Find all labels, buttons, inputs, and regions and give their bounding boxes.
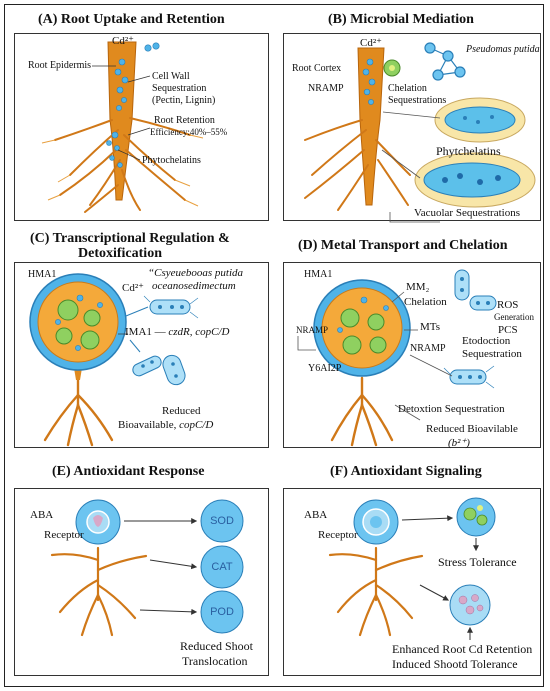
panel-b-microbe-label: Pseudomas putida (466, 44, 540, 55)
panel-e-cat-label: CAT (211, 561, 233, 573)
panel-c-title-line2: Detoxification (78, 246, 162, 261)
panel-d-etodoction-line1: Etodoction (462, 335, 511, 347)
panel-d-nramp-mid-label: NRAMP (410, 343, 446, 354)
panel-f-aba-label: ABA (304, 509, 328, 521)
panel-d-ros-line3: PCS (498, 324, 518, 336)
panel-d-mts-label: MTs (420, 321, 441, 333)
panel-d-detox-label: Detoxtion Sequestration (398, 403, 505, 415)
panel-d-reduced-line1: Reduced Bioavilable (426, 423, 518, 435)
panel-d-etodoction-line2: Sequestration (462, 348, 522, 360)
panel-e-aba-label: ABA (30, 509, 54, 521)
panel-c-imai-genes: czdR, copC/D (168, 326, 230, 338)
panel-a-phytochelatins-label: Phytochelatins (142, 155, 201, 166)
panel-b-cortex-label: Root Cortex (292, 63, 342, 74)
panel-a-ion-label: Cd²⁺ (112, 35, 134, 47)
panel-f-enhanced-line2: Induced Shootd Tolerance (392, 657, 518, 671)
panel-f-title: (F) Antioxidant Signaling (330, 464, 482, 479)
panel-a-epidermis-label: Root Epidermis (28, 60, 92, 71)
panel-a-box (14, 33, 269, 221)
panel-e-reduced-line1: Reduced Shoot (180, 639, 253, 653)
panel-a-title: (A) Root Uptake and Retention (38, 12, 225, 27)
figure-frame (4, 4, 544, 687)
panel-d-y6a-label: Y6AI2P (308, 363, 342, 374)
panel-c-reduced-line2: Bioavailable, copC/D (118, 419, 214, 432)
panel-b-phytchelatins-label: Phytchelatins (436, 144, 501, 158)
panel-b-nramp-label: NRAMP (308, 83, 344, 94)
panel-f-stress-label: Stress Tolerance (438, 555, 517, 569)
panel-a-retention-line1: Root Retention (154, 115, 215, 126)
panel-b-title: (B) Microbial Mediation (328, 12, 474, 27)
panel-d-title: (D) Metal Transport and Chelation (298, 238, 508, 253)
panel-e-receptor-label: Receptor (44, 529, 84, 541)
panel-b-chelation-line2: Sequestrations (388, 95, 447, 106)
panel-c-imai-prefix: IMA1 — (125, 326, 169, 338)
panel-c-species-line1: “Csyeuebooas putida (148, 267, 244, 279)
panel-d-ros-line2: Generation (494, 312, 534, 322)
panel-a-cell-wall-line2: Sequestration (152, 83, 207, 94)
panel-d-nramp-left-label: NRAMP (296, 325, 329, 335)
panel-d-chelation-label: Chelation (404, 296, 447, 308)
panel-c-imai-label: IMA1 — czdR, copC/D (125, 326, 230, 339)
panel-e-title: (E) Antioxidant Response (52, 464, 205, 479)
panel-f-enhanced-line1: Enhanced Root Cd Retention (392, 642, 533, 656)
panel-c-reduced-text: Bioavailable, (118, 419, 180, 431)
panel-b-chelation-line1: Chelation (388, 83, 427, 94)
panel-a-cell-wall-line3: (Pectin, Lignin) (152, 95, 216, 106)
panel-f-receptor-label: Receptor (318, 529, 358, 541)
panel-a-retention-line2: Efficiency:40%–55% (150, 127, 228, 137)
panel-c-reduced-gene: copC/D (179, 419, 214, 431)
panel-d-reduced-line2: (b²⁺) (448, 437, 470, 449)
panel-c-ion-label: Cd²⁺ (122, 282, 144, 294)
panel-a-cell-wall-line1: Cell Wall (152, 71, 190, 82)
panel-c-reduced-line1: Reduced (162, 405, 201, 417)
panel-c-title-line1: (C) Transcriptional Regulation & (30, 231, 230, 246)
panel-d-ros-line1: ROS (497, 299, 519, 311)
panel-e-pod-label: POD (210, 606, 234, 618)
panel-e-reduced-line2: Translocation (182, 654, 248, 668)
panel-d-mm-label: MM₂ (406, 281, 430, 293)
panel-c-species-line2: oceanosedimectum (152, 280, 236, 292)
panel-c-hma-label: HMA1 (28, 269, 57, 280)
panel-b-ion-label: Cd²⁺ (360, 37, 382, 49)
panel-b-vacuolar-label: Vacuolar Sequestrations (414, 207, 520, 219)
panel-e-sod-label: SOD (210, 515, 234, 527)
panel-d-hma-label: HMA1 (304, 269, 333, 280)
